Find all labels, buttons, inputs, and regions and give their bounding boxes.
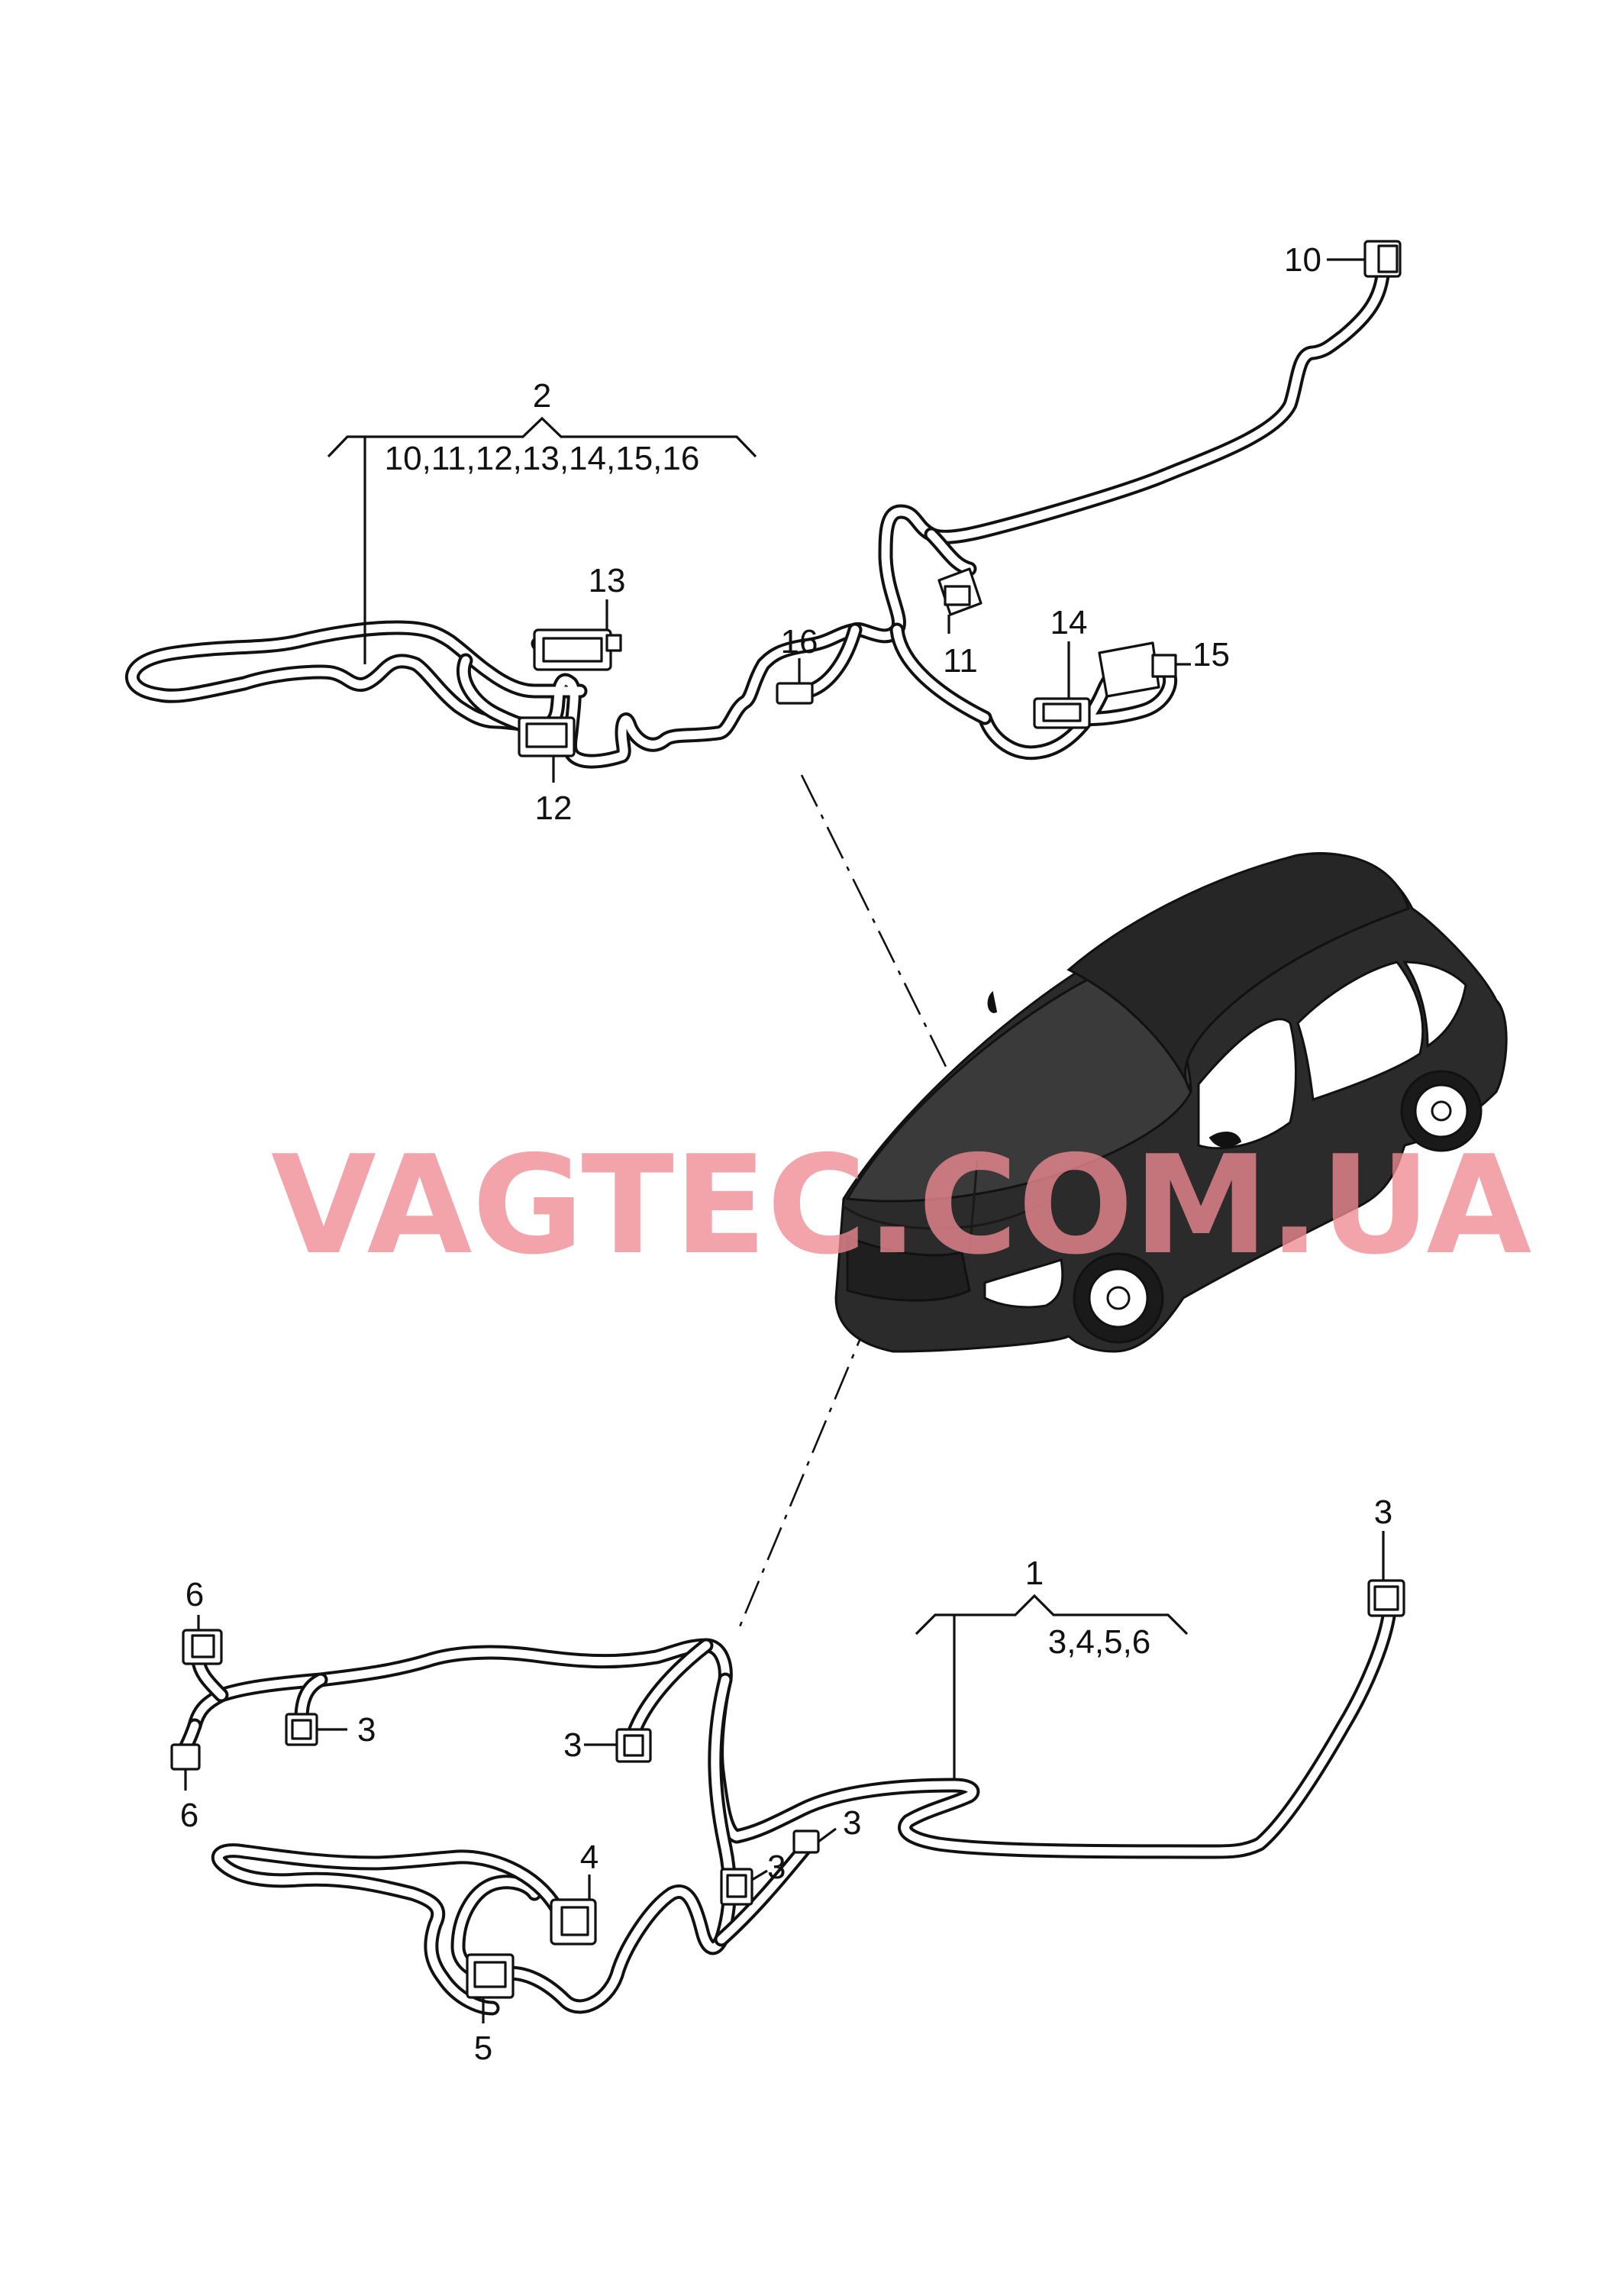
connector-10-icon [1363,240,1402,278]
group-1-number: 1 [1025,1555,1044,1592]
callout-3-top-right: 3 [1374,1494,1392,1531]
callout-3-a: 3 [357,1711,376,1749]
group-1-bracket [915,1594,1189,1779]
group-2-bracket [327,416,757,664]
hatchback-car-illustration [834,852,1508,1353]
group-1-contents: 3,4,5,6 [1048,1623,1151,1661]
connector-3-top-right-icon [1367,1579,1405,1617]
callout-3-c: 3 [843,1804,861,1842]
callout-13: 13 [589,562,626,599]
group-2-contents: 10,11,12,13,14,15,16 [385,440,700,477]
leader-line-upper [800,774,986,1146]
connector-3-left-icon [285,1713,318,1746]
upper-wiring-harness [124,256,1391,769]
connector-3-middle-icon [615,1728,652,1763]
connector-15-icon [1098,641,1177,698]
callout-10: 10 [1284,241,1321,279]
callout-6-bottom: 6 [180,1797,198,1834]
connector-6-top-icon [182,1629,223,1665]
callout-6-top: 6 [186,1576,204,1613]
watermark: VAGTEC.COM.UA [271,1126,1531,1284]
upper-connectors [518,240,1402,757]
lower-wiring-harness [176,1603,1397,2016]
lower-callouts: 3 6 6 3 3 3 3 4 5 [180,1494,1392,2067]
connector-14-icon [1033,697,1091,729]
connector-3-lower-icon [720,1868,753,1906]
connector-6-bottom-icon [170,1743,201,1771]
callout-5: 5 [474,2030,492,2067]
callout-3-b: 3 [563,1726,582,1764]
connector-4-icon [550,1898,597,1946]
connector-12-icon [518,716,576,757]
callout-15: 15 [1192,636,1230,673]
callout-11: 11 [943,642,978,680]
connector-16-icon [776,682,814,705]
callout-14: 14 [1050,604,1088,641]
connector-11-icon [937,567,983,616]
callout-16: 16 [781,623,818,660]
callout-4: 4 [580,1839,599,1876]
group-2-number: 2 [533,377,551,415]
callout-3-d: 3 [767,1849,786,1886]
connector-5-icon [466,1953,515,1999]
callout-12: 12 [535,790,573,827]
connector-13-icon [533,628,622,671]
lower-connectors [170,1579,1405,1999]
upper-callouts: 10 11 13 12 16 14 15 [535,241,1365,827]
connector-3-small-icon [792,1829,820,1854]
